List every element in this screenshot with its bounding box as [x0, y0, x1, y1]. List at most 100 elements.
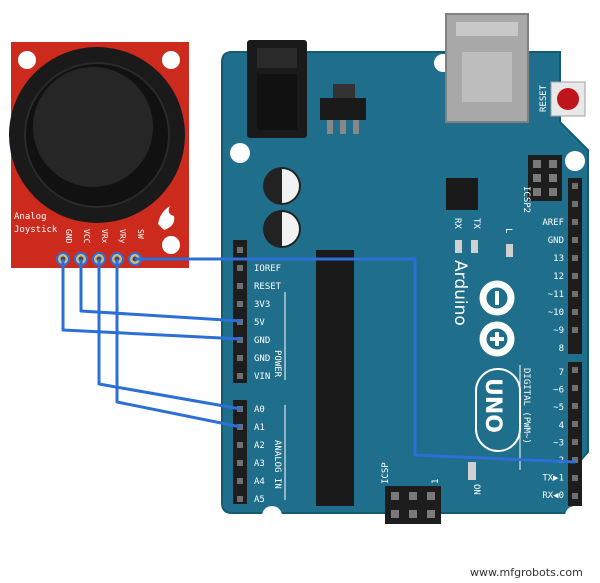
digital-pin-label: RX◀0: [542, 491, 564, 501]
wire-sw: [135, 257, 576, 464]
analog-header-label: ANALOG IN: [272, 440, 282, 489]
analog-pin-label: A4: [254, 477, 265, 487]
digital-pin-label: ~5: [553, 403, 564, 413]
voltage-regulator: [320, 84, 366, 134]
digital-pin-label: GND: [548, 236, 564, 246]
power-pin-hole: [237, 301, 243, 307]
digital-pin-label: ~6: [553, 386, 564, 396]
digital-pin-label: 13: [553, 254, 564, 264]
digital-pin-hole: [572, 403, 578, 409]
digital-pin-hole: [572, 493, 578, 499]
mount-hole: [162, 236, 180, 254]
digital-pin-label: 12: [553, 272, 564, 282]
capacitor: [263, 210, 301, 248]
joystick-pin-label: VRy: [118, 229, 127, 244]
power-pin-hole: [237, 247, 243, 253]
uno-model-text: UNO: [480, 378, 505, 433]
joystick-label-line2: Joystick: [14, 225, 58, 235]
reset-label: RESET: [539, 84, 549, 112]
plus-sign-icon: [490, 332, 504, 346]
power-pin-hole: [237, 355, 243, 361]
digital-pin-hole: [572, 201, 578, 207]
mount-hole: [162, 51, 180, 69]
power-pin-hole: [237, 283, 243, 289]
digital-pin-label: ~11: [548, 290, 564, 300]
analog-pin-hole: [237, 496, 243, 502]
power-pin-hole: [237, 265, 243, 271]
digital-header-top: [568, 178, 582, 354]
digital-pin-label: ~3: [553, 438, 564, 448]
sparkfun-flame-icon: [158, 206, 175, 230]
icsp2-header: [528, 155, 562, 201]
reset-button[interactable]: [550, 81, 586, 117]
usb-chip: [446, 178, 478, 210]
microcontroller-chip: [316, 250, 354, 506]
mount-hole: [18, 51, 36, 69]
icsp2-label: ICSP2: [521, 186, 531, 213]
l-led-label: L: [503, 228, 513, 233]
wires: [61, 257, 576, 464]
arduino-brand-text: Arduino: [450, 260, 470, 326]
digital-pin-hole: [572, 457, 578, 463]
analog-header: [233, 400, 247, 504]
analog-pin-label: A3: [254, 459, 265, 469]
digital-header-label: DIGITAL (PWM~): [521, 368, 531, 444]
analog-pin-label: A5: [254, 495, 265, 505]
dc-power-jack: [247, 40, 307, 138]
usb-connector: [445, 13, 529, 123]
minus-sign-icon: [495, 291, 499, 305]
capacitor: [263, 167, 301, 205]
mount-hole: [262, 506, 282, 526]
analog-pin-label: A1: [254, 423, 265, 433]
rx-led: [455, 240, 462, 253]
joystick-pin-label: VCC: [82, 229, 91, 244]
joystick-pin-label: GND: [64, 229, 73, 244]
digital-pin-label: 8: [559, 344, 564, 354]
digital-pin-label: 7: [559, 368, 564, 378]
power-header: [233, 240, 247, 383]
analog-pin-label: A0: [254, 405, 265, 415]
digital-pin-hole: [572, 475, 578, 481]
digital-pin-hole: [572, 385, 578, 391]
digital-pin-hole: [572, 273, 578, 279]
mount-hole: [565, 151, 585, 171]
on-led: [468, 462, 476, 480]
power-pin-label: 3V3: [254, 300, 270, 310]
wire-vry: [115, 259, 242, 429]
power-header-label: POWER: [272, 350, 282, 378]
wire-gnd: [61, 259, 242, 341]
digital-header-bottom: [568, 362, 582, 506]
power-pin-label: RESET: [254, 282, 282, 292]
wire-vcc: [79, 259, 242, 323]
digital-pin-label: AREF: [542, 218, 564, 228]
power-pin-label: GND: [254, 354, 270, 364]
digital-pin-label: ~10: [548, 308, 564, 318]
digital-pin-hole: [572, 327, 578, 333]
power-pin-label: VIN: [254, 372, 270, 382]
analog-pin-label: A2: [254, 441, 265, 451]
joystick-knob[interactable]: [9, 47, 185, 223]
power-pin-label: IOREF: [254, 264, 281, 274]
joystick-pin-label: VRx: [100, 229, 109, 244]
tx-led-label: TX: [471, 218, 481, 229]
on-label: ON: [471, 484, 481, 495]
analog-pin-hole: [237, 478, 243, 484]
tx-led: [471, 240, 478, 253]
digital-pin-hole: [572, 309, 578, 315]
digital-pin-hole: [572, 219, 578, 225]
mount-hole: [230, 143, 250, 163]
power-pin-label: GND: [254, 336, 270, 346]
arduino-infinity-logo: [479, 280, 515, 357]
digital-pin-hole: [572, 255, 578, 261]
icsp-label: ICSP: [381, 462, 391, 484]
digital-pin-hole: [572, 421, 578, 427]
digital-pin-hole: [572, 367, 578, 373]
rx-led-label: RX: [452, 218, 462, 229]
icsp-header: [385, 486, 441, 524]
digital-pin-hole: [572, 183, 578, 189]
analog-pin-hole: [237, 442, 243, 448]
